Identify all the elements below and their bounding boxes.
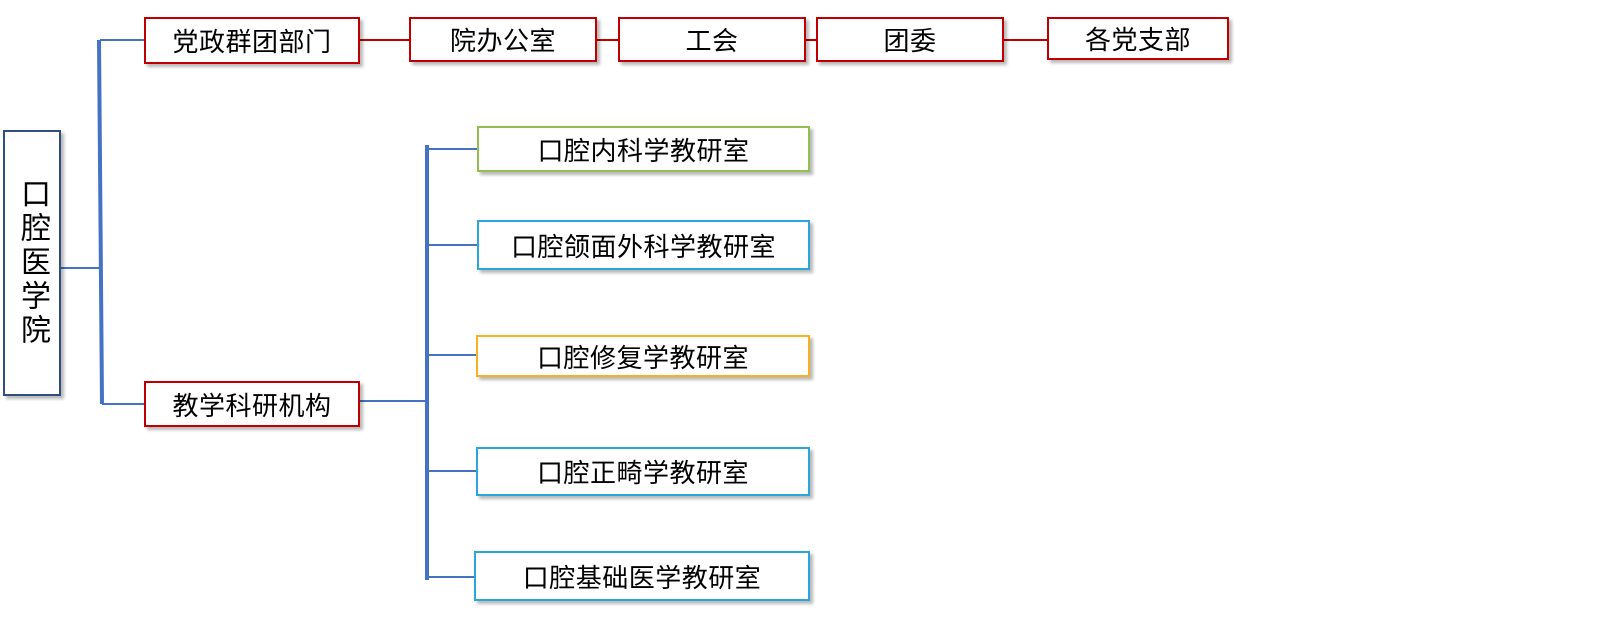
main-trunk-line (97, 39, 104, 405)
dept-node-basic-medicine: 口腔基础医学教研室 (474, 551, 810, 601)
dept-node-internal-medicine: 口腔内科学教研室 (477, 126, 810, 172)
party-child-office: 院办公室 (409, 17, 597, 62)
teaching-research-node: 教学科研机构 (144, 381, 360, 427)
root-node: 口腔医学院 (3, 130, 61, 396)
dept-node-prosthodontics: 口腔修复学教研室 (476, 335, 810, 377)
party-child-youth-league: 团委 (816, 17, 1004, 62)
dept-node-orthodontics: 口腔正畸学教研室 (476, 447, 810, 496)
party-child-union: 工会 (618, 17, 806, 62)
dept-node-maxillofacial-surgery: 口腔颌面外科学教研室 (477, 220, 810, 270)
party-child-party-branches: 各党支部 (1047, 17, 1229, 60)
party-dept-node: 党政群团部门 (144, 17, 360, 64)
